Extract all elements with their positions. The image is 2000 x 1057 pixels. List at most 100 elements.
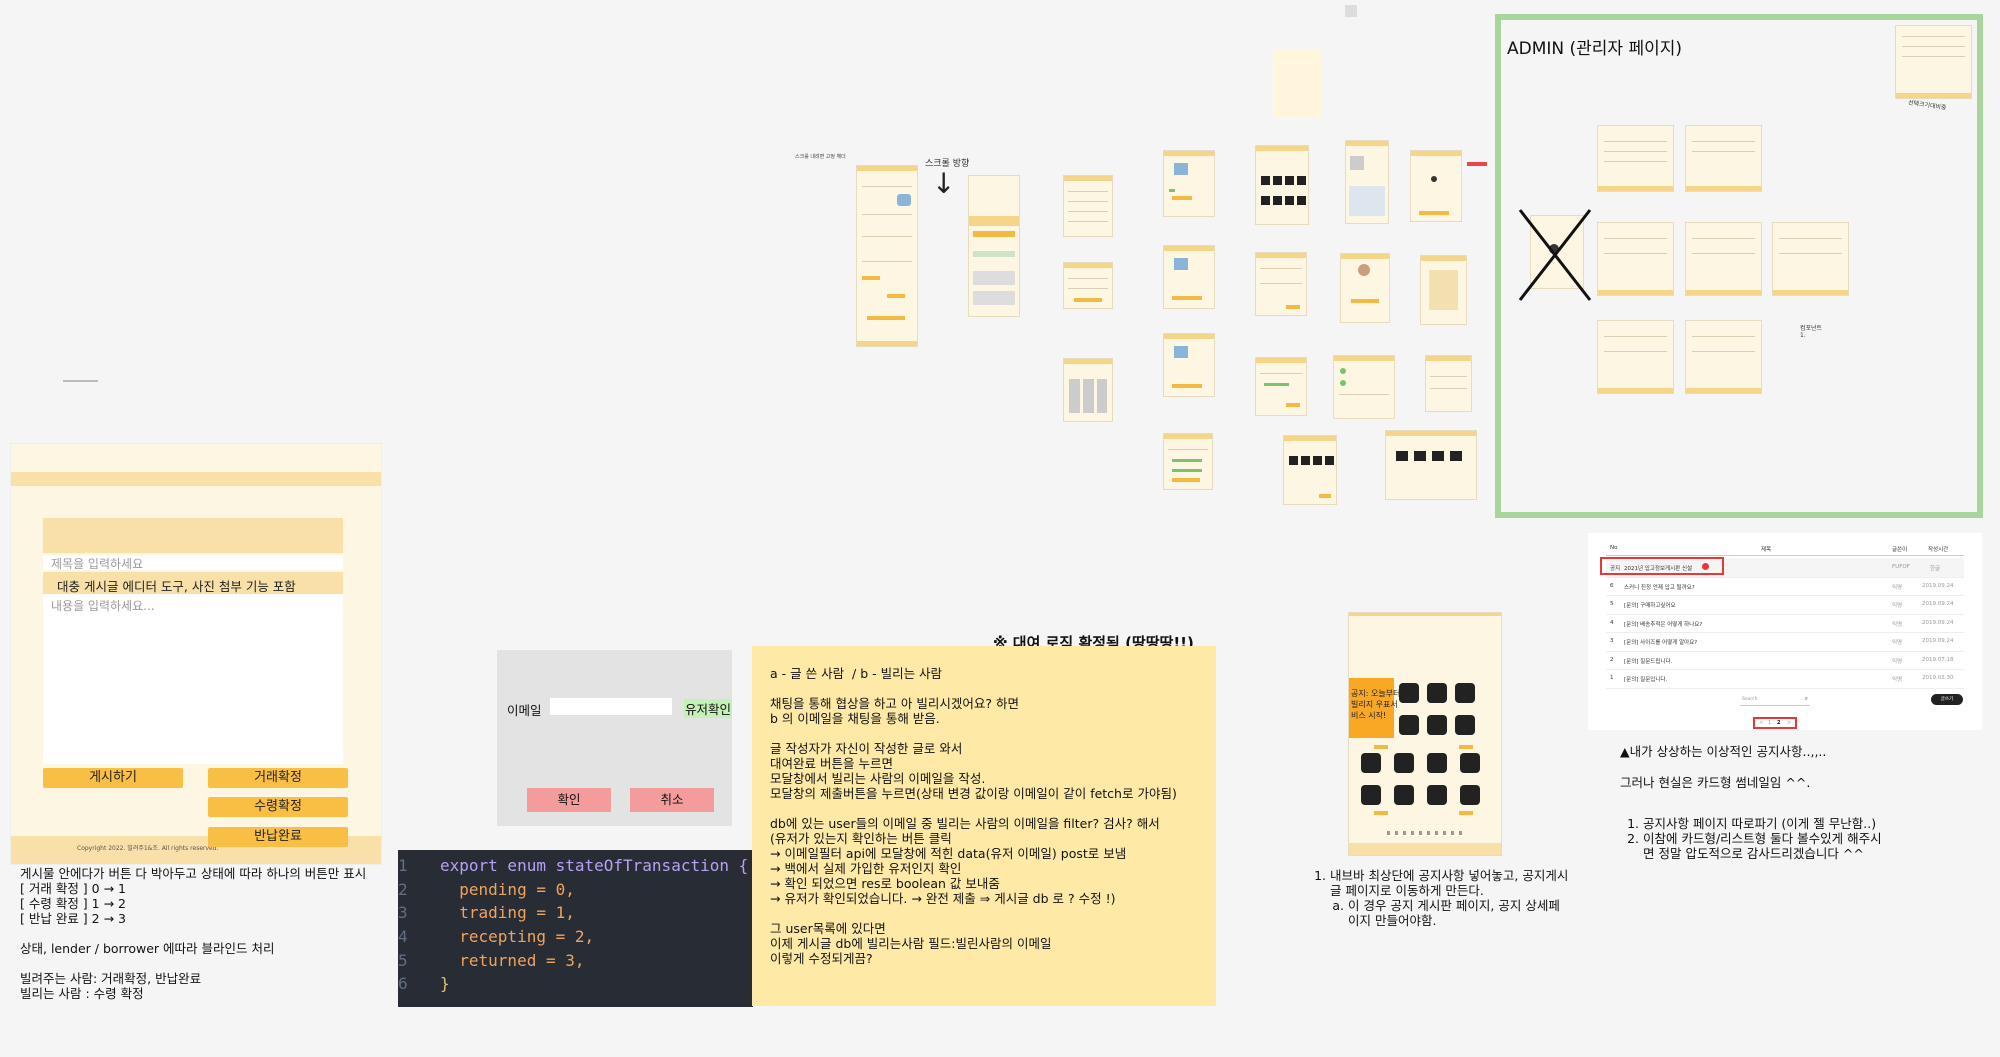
code-line: returned = 3, [440, 950, 585, 970]
pagination: < 1 2 > [1753, 717, 1797, 729]
arrow-down-icon: ↓ [932, 167, 956, 200]
email-label: 이메일 [507, 703, 542, 718]
ideal-note-item: 이참에 카드형/리스트형 둘다 볼수있게 해주시면 정말 압도적으로 감사드리겠… [1643, 831, 1885, 861]
editor-page: 제목을 입력하세요 대충 게시글 에디터 도구, 사진 첨부 기능 포함 내용을… [10, 443, 382, 865]
email-input[interactable] [550, 698, 672, 715]
write-button[interactable]: 글쓰기 [1931, 694, 1963, 705]
page-next[interactable]: > [1787, 720, 1792, 726]
wireframe-phone-scroll [968, 175, 1020, 317]
wireframe-detail-2 [1163, 245, 1215, 309]
content-textarea[interactable]: 내용을 입력하세요... [43, 594, 343, 764]
notice-note-item: 내브바 최상단에 공지사항 넣어놓고, 공지게시글 페이지로 이동하게 만든다. [1330, 868, 1570, 898]
search-input[interactable]: Search ⌕ [1740, 695, 1810, 706]
code-line: export enum stateOfTransaction { [440, 856, 749, 875]
notice-banner: 공지: 오늘부터 빌리지 우표서 비스 시작! [1349, 678, 1400, 738]
search-placeholder: Search [1742, 697, 1758, 702]
wireframe-cards-2 [1283, 435, 1337, 505]
title-placeholder: 제목을 입력하세요 [51, 557, 144, 571]
return-complete-button[interactable]: 반납완료 [208, 827, 348, 847]
email-modal: 이메일 유저확인 확인 취소 [497, 650, 732, 826]
wireframe-list-2 [1063, 262, 1113, 309]
admin-wire-7 [1685, 320, 1762, 394]
search-icon: ⌕ [1804, 695, 1808, 702]
wireframe-cards-3 [1385, 430, 1477, 500]
cross-out-icon [1518, 209, 1592, 301]
content-placeholder: 내용을 입력하세요... [51, 599, 155, 613]
wireframe-grid-1 [1063, 358, 1113, 422]
admin-wire-4 [1685, 222, 1762, 296]
line-number: 6 [398, 974, 408, 994]
code-line: recepting = 2, [440, 927, 595, 947]
admin-wire-side [1895, 25, 1972, 99]
notice-note: 내브바 최상단에 공지사항 넣어놓고, 공지게시글 페이지로 이동하게 만든다.… [1310, 868, 1570, 928]
editor-toolbar[interactable]: 대충 게시글 에디터 도구, 사진 첨부 기능 포함 [43, 572, 343, 594]
wireframe-form-2 [1255, 357, 1307, 416]
check-user-button[interactable]: 유저확인 [684, 699, 732, 718]
highlight-box [1600, 557, 1724, 575]
page-1[interactable]: 1 [1768, 720, 1772, 726]
scroll-note: 스크롤 내려면 고정 헤더 [795, 154, 846, 160]
square-marker [1345, 5, 1357, 17]
admin-wire-1 [1597, 125, 1674, 192]
wireframe-cards-1 [1255, 145, 1309, 225]
line-number: 1 [398, 856, 408, 875]
red-tag [1467, 162, 1487, 166]
tiny-label [63, 380, 98, 382]
left-note: 게시물 안에다가 버튼 다 박아두고 상태에 따라 하나의 버튼만 표시 [ 거… [20, 866, 367, 1001]
col-no: No [1610, 545, 1618, 551]
rental-body: a - 글 쓴 사람 / b - 빌리는 사람 채팅을 통해 협상을 하고 아 … [770, 666, 1177, 966]
trade-confirm-button[interactable]: 거래확정 [208, 768, 348, 788]
notice-phone-wireframe: 공지: 오늘부터 빌리지 우표서 비스 시작! [1348, 612, 1502, 856]
cancel-button[interactable]: 취소 [630, 788, 714, 812]
page-2[interactable]: 2 [1777, 720, 1781, 726]
wireframe-detail-1 [1163, 150, 1215, 217]
confirm-button[interactable]: 확인 [527, 788, 611, 812]
line-number: 3 [398, 903, 408, 923]
line-number: 2 [398, 879, 408, 899]
admin-wire-3 [1597, 222, 1674, 296]
wireframe-map [1345, 140, 1389, 224]
admin-wire-2 [1685, 125, 1762, 192]
notice-note-subitem: 이 경우 공지 게시판 페이지, 공지 상세페이지 만들어야함. [1348, 898, 1570, 928]
line-number: 5 [398, 950, 408, 970]
sticky-note-top [1273, 50, 1321, 118]
code-block: 1 2 3 4 5 6 export enum stateOfTransacti… [398, 850, 753, 1007]
col-author: 글쓴이 [1892, 547, 1908, 553]
wireframe-detail-6 [1420, 255, 1467, 325]
ideal-note-list: 공지사항 페이지 따로파기 (이게 젤 무난함..) 이참에 카드형/리스트형 … [1623, 816, 1885, 861]
admin-wire-5 [1772, 222, 1849, 296]
receive-confirm-button[interactable]: 수령확정 [208, 797, 348, 817]
wireframe-detail-5 [1410, 150, 1462, 222]
wireframe-phone-main [856, 165, 918, 347]
ideal-note-item: 공지사항 페이지 따로파기 (이게 젤 무난함..) [1643, 816, 1885, 831]
ideal-note-line1: ▲내가 상상하는 이상적인 공지사항..,,.. [1620, 744, 1827, 759]
rental-sticky: a - 글 쓴 사람 / b - 빌리는 사람 채팅을 통해 협상을 하고 아 … [752, 646, 1216, 1006]
scroll-direction-label: 스크롤 방향 [925, 159, 970, 169]
wireframe-detail-7 [1425, 355, 1472, 412]
admin-title: ADMIN (관리자 페이지) [1507, 39, 1683, 59]
col-title: 제목 [1761, 547, 1772, 553]
post-button[interactable]: 게시하기 [43, 768, 183, 788]
code-line: trading = 1, [440, 903, 575, 923]
code-line: } [440, 974, 450, 994]
wireframe-form-1 [1255, 252, 1307, 316]
title-input[interactable]: 제목을 입력하세요 [43, 555, 343, 571]
copyright: Copyright 2022. 빌려주1&조. All rights reser… [77, 845, 219, 852]
line-number: 4 [398, 927, 408, 947]
page-prev[interactable]: < [1759, 720, 1764, 726]
wireframe-list-1 [1063, 175, 1113, 237]
notice-banner-text: 공지: 오늘부터 빌리지 우표서 비스 시작! [1351, 689, 1401, 720]
wireframe-profile [1340, 253, 1390, 323]
toolbar-note: 대충 게시글 에디터 도구, 사진 첨부 기능 포함 [57, 579, 296, 594]
admin-component-note: 컴포넌트 1. [1800, 325, 1823, 339]
wireframe-detail-3 [1163, 333, 1215, 397]
col-date: 작성시간 [1928, 547, 1949, 553]
